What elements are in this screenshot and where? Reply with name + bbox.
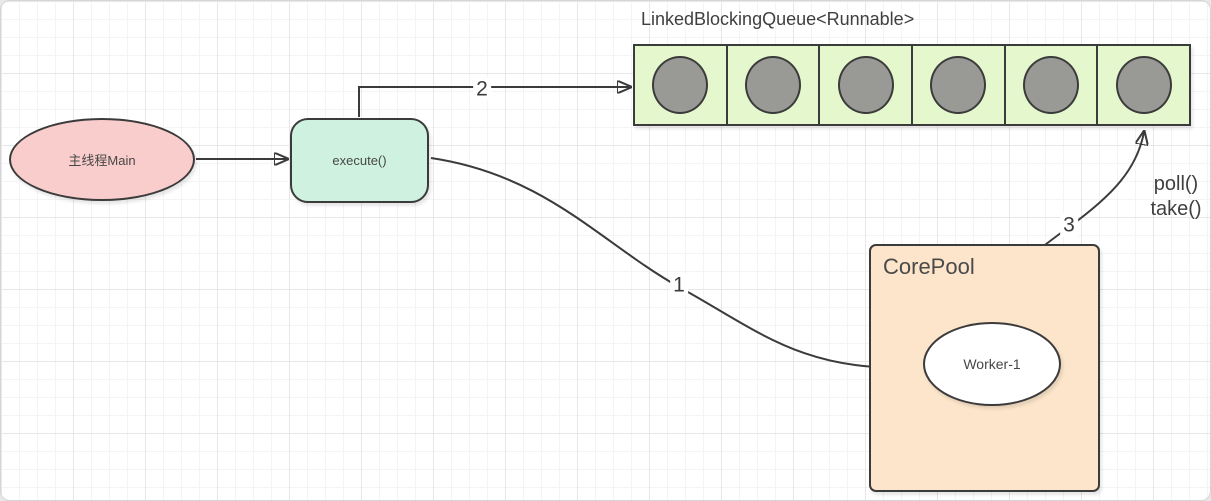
task-circle	[1115, 56, 1172, 114]
edge-execute-to-queue	[358, 87, 630, 117]
queue-title: LinkedBlockingQueue<Runnable>	[641, 9, 915, 29]
queue-cell	[818, 44, 914, 126]
task-circle	[652, 56, 709, 114]
task-circle	[930, 56, 987, 114]
execute-label: execute()	[332, 153, 387, 168]
queue-cell	[633, 44, 728, 126]
edge-execute-to-worker	[430, 157, 918, 368]
edge-label-step2: 2	[473, 77, 491, 101]
main-thread-label: 主线程Main	[68, 153, 136, 168]
task-circle	[1023, 56, 1080, 114]
core-pool-label: CorePool	[883, 254, 975, 279]
queue-cell	[1096, 44, 1192, 126]
edge-label-step3: 3	[1060, 213, 1078, 237]
poll-take-annotation: poll() take()	[1150, 173, 1202, 220]
queue-cell	[911, 44, 1006, 126]
worker-label: Worker-1	[963, 356, 1021, 372]
edge-label-step1: 1	[670, 273, 688, 297]
queue-cell	[725, 44, 821, 126]
blocking-queue	[633, 44, 1192, 126]
task-circle	[745, 56, 801, 114]
execute-node: execute()	[290, 118, 429, 203]
worker-node: Worker-1	[923, 322, 1061, 406]
queue-cell	[1003, 44, 1099, 126]
task-circle	[837, 56, 894, 114]
main-thread-node: 主线程Main	[9, 118, 195, 201]
